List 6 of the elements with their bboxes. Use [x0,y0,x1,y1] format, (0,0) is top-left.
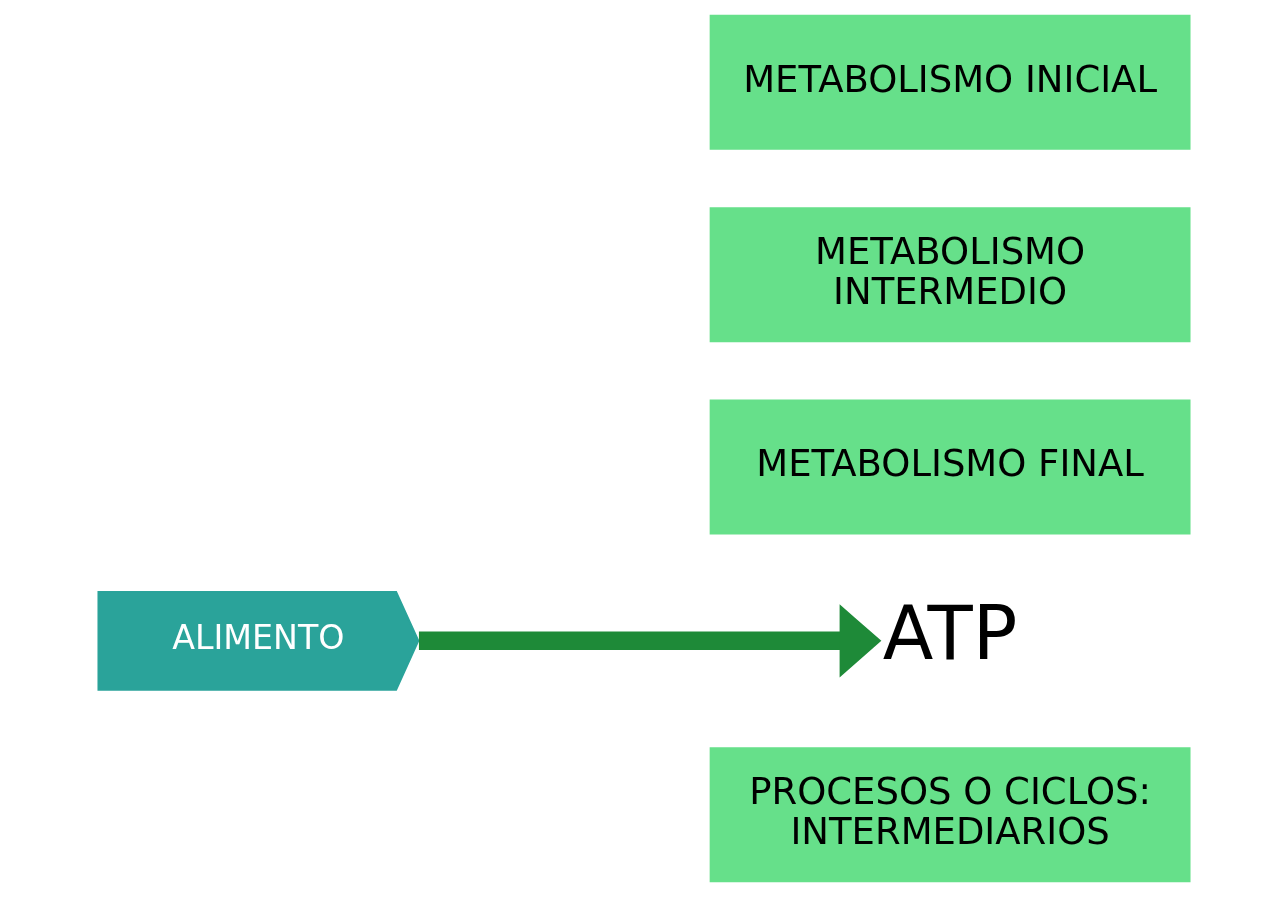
node-box: METABOLISMO INTERMEDIO [709,207,1191,343]
node-box: METABOLISMO INICIAL [709,14,1191,150]
node-box: METABOLISMO FINAL [709,399,1191,535]
node-box: PROCESOS O CICLOS: INTERMEDIARIOS [709,747,1191,883]
arrow [418,604,882,678]
node-text: ATP [882,590,1018,677]
